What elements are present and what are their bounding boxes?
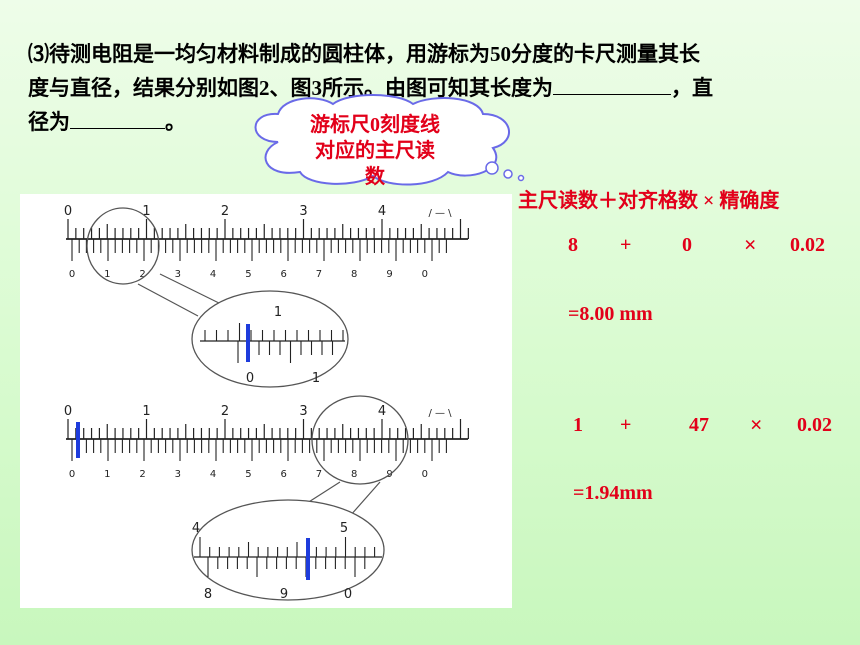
fig3-vernier-label: 0 [422,469,428,480]
fig2-zoom-main-label: 1 [274,305,282,320]
thought-bubble [254,94,525,186]
row1-times: × [744,232,757,257]
fig2-corner-mark: / — \ [428,208,452,219]
bubble-text: 游标尺0刻度线 对应的主尺读 数 [310,114,440,188]
fig3-vernier-label: 0 [69,469,75,480]
fig3-circle [311,395,409,485]
row1-precision: 0.02 [790,234,825,256]
fig2-main-label: 2 [221,204,229,219]
fig2-connector-b [137,283,199,317]
fig3-main-label: 4 [378,404,386,419]
fig2-vernier-label: 1 [104,269,110,280]
question-line-3: 径为。 [28,104,828,138]
fig2-zoom-ellipse [191,290,349,388]
fig2-zoom-vernier-label: 0 [246,371,254,386]
fig2-vernier-label: 8 [351,269,357,280]
fig3-vernier-label: 7 [316,469,322,480]
fig3-zoom-vernier-label: 9 [280,587,288,602]
row2-plus: + [620,414,632,436]
fig2-main-label: 1 [142,204,150,219]
formula-header: 主尺读数＋对齐格数 × 精确度 [518,190,780,212]
fig2-vernier-label: 4 [210,269,216,280]
fig3-vernier-label: 8 [351,469,357,480]
row2-precision: 0.02 [797,414,832,436]
fig3-zoom-main-label: 4 [192,521,200,536]
fig2-vernier-label: 0 [69,269,75,280]
fig3-corner-mark: / — \ [428,408,452,419]
fig2-vernier-label: 7 [316,269,322,280]
fig3-vernier-label: 6 [280,469,286,480]
fig2-main-label: 0 [64,204,72,219]
fig3-vernier-label: 3 [175,469,181,480]
result-1: =8.00 mm [568,303,653,325]
question-line-2: 度与直径，结果分别如图2、图3所示。由图可知其长度为，直 [28,70,828,104]
fig2-vernier-label: 9 [386,269,392,280]
fig3-vernier-label: 1 [104,469,110,480]
fig3-zoom-vernier-label: 8 [204,587,212,602]
fig2-vernier-label: 0 [422,269,428,280]
question-line-1: ⑶待测电阻是一均匀材料制成的圆柱体，用游标为50分度的卡尺测量其长 [28,42,700,66]
result-2: =1.94mm [573,482,653,504]
fig2-zoom-vernier-label: 1 [312,371,320,386]
fig2-circle [86,207,160,285]
fig3-vernier-label: 2 [139,469,145,480]
caliper-figure: 0 1 2 3 4 / — \ 0 1 2 3 4 5 6 7 8 9 0 1 0 1 0 1 2 3 4 / — \ 0 1 2 3 4 5… [20,194,512,608]
fig3-zoom-vernier-label: 0 [344,587,352,602]
fig2-vernier-label: 3 [175,269,181,280]
fig2-main-label: 4 [378,204,386,219]
fig3-vernier-label: 4 [210,469,216,480]
fig3-vernier-label: 5 [245,469,251,480]
question-text: ⑶待测电阻是一均匀材料制成的圆柱体，用游标为50分度的卡尺测量其长 度与直径，结… [28,38,828,138]
diameter-answer-blank[interactable] [70,104,165,129]
row1-plus: + [620,234,632,256]
row2-times: × [750,412,763,437]
row2-count: 47 [689,414,709,436]
fig3-main-label: 0 [64,404,72,419]
row2-main: 1 [573,414,583,436]
row1-main: 8 [568,234,578,256]
fig2-vernier-label: 5 [245,269,251,280]
fig3-connector-b [349,481,381,517]
length-answer-blank[interactable] [553,70,671,95]
fig2-vernier-label: 6 [280,269,286,280]
fig2-connector-a [159,273,226,307]
fig3-main-label: 1 [142,404,150,419]
fig3-main-label: 2 [221,404,229,419]
row1-count: 0 [682,234,692,256]
fig2-main-label: 3 [299,204,307,219]
fig2-vernier-label: 2 [139,269,145,280]
caliper-drawing: 0 1 2 3 4 / — \ 0 1 2 3 4 5 6 7 8 9 0 1 0 1 0 1 2 3 4 / — \ 0 1 2 3 4 5… [64,204,469,602]
fig3-zoom-main-label: 5 [340,521,348,536]
fig3-main-label: 3 [299,404,307,419]
fig3-zoom-ellipse [191,499,385,601]
